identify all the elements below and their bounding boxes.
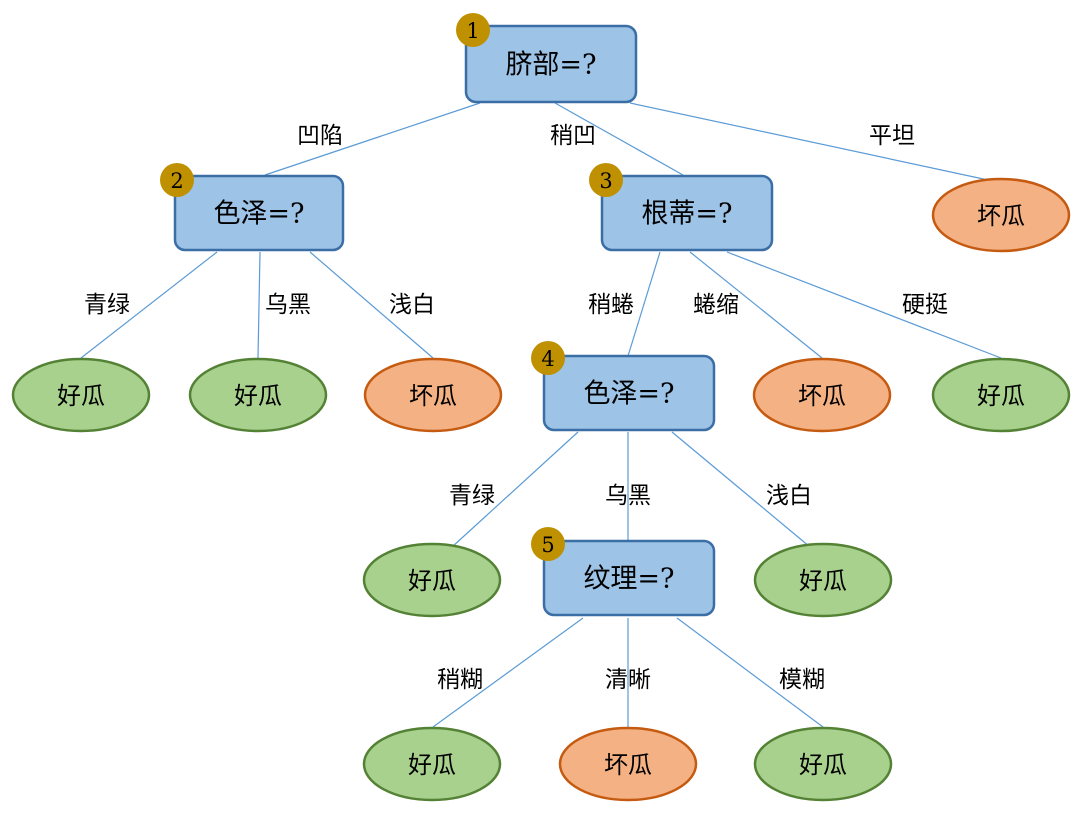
question-box xyxy=(173,174,345,252)
leaf-ellipse xyxy=(753,726,893,802)
leaf-ellipse xyxy=(11,357,151,433)
edge-label: 蜷缩 xyxy=(693,292,739,318)
leaf-label: 好瓜 xyxy=(234,382,282,410)
edge-n1-n3 xyxy=(554,102,684,176)
edge-label: 模糊 xyxy=(779,667,825,693)
leaf-label: 坏瓜 xyxy=(409,382,457,410)
step-badge xyxy=(531,341,565,375)
leaf-node-good: 好瓜 xyxy=(188,357,328,433)
step-badge-number: 4 xyxy=(541,347,554,371)
step-badge xyxy=(456,13,490,47)
step-badge-number: 2 xyxy=(170,169,183,193)
leaf-label: 好瓜 xyxy=(799,751,847,779)
edge-label: 平坦 xyxy=(869,123,915,149)
edge-n3-n4 xyxy=(627,251,661,357)
question-label: 色泽=? xyxy=(583,379,674,410)
edge-n2-l_n2_green xyxy=(80,251,218,359)
question-label: 纹理=? xyxy=(583,564,674,595)
leaf-node-bad: 坏瓜 xyxy=(752,357,892,433)
step-badge-number: 1 xyxy=(466,19,479,43)
leaf-ellipse xyxy=(362,542,502,618)
step-badge xyxy=(160,163,194,197)
edge-label: 清晰 xyxy=(605,667,651,693)
step-badge xyxy=(589,163,623,197)
leaf-node-bad: 坏瓜 xyxy=(558,726,698,802)
question-box xyxy=(600,174,774,252)
leaf-ellipse xyxy=(752,357,892,433)
edges-layer xyxy=(80,102,1002,728)
leaf-node-good: 好瓜 xyxy=(11,357,151,433)
leaf-ellipse xyxy=(931,357,1071,433)
edge-label: 稍凹 xyxy=(550,123,596,149)
leaf-node-good: 好瓜 xyxy=(931,357,1071,433)
leaf-node-good: 好瓜 xyxy=(362,542,502,618)
question-box xyxy=(542,539,716,617)
edge-label: 凹陷 xyxy=(297,123,343,149)
step-badge-number: 3 xyxy=(599,169,612,193)
edge-n2-l_n2_black xyxy=(257,251,261,359)
question-node-3: 根蒂=? 3 xyxy=(589,163,774,252)
question-box xyxy=(464,24,638,104)
edge-n1-l_flat xyxy=(629,102,989,181)
edge-label: 浅白 xyxy=(389,292,435,318)
edge-label: 浅白 xyxy=(766,483,812,509)
edge-n3-l_n3_shrunk xyxy=(689,251,823,359)
leaf-label: 好瓜 xyxy=(977,382,1025,410)
leaf-ellipse xyxy=(362,726,502,802)
step-badge xyxy=(531,527,565,561)
question-node-2: 色泽=? 2 xyxy=(160,163,345,252)
leaf-label: 坏瓜 xyxy=(798,382,846,410)
question-box xyxy=(542,354,716,432)
edge-n2-l_n2_white xyxy=(309,251,434,359)
question-node-4: 色泽=? 4 xyxy=(531,341,716,432)
edge-label: 青绿 xyxy=(449,483,495,509)
edge-n5-l_n5_slight xyxy=(432,617,584,728)
question-label: 脐部=? xyxy=(505,50,596,81)
leaf-ellipse xyxy=(188,357,328,433)
leaf-label: 坏瓜 xyxy=(604,751,652,779)
leaf-node-good: 好瓜 xyxy=(362,726,502,802)
edge-label: 乌黑 xyxy=(605,483,651,509)
edge-label: 稍蜷 xyxy=(588,292,634,318)
question-label: 根蒂=? xyxy=(641,199,732,230)
edge-n1-n2 xyxy=(264,102,481,176)
question-label: 色泽=? xyxy=(213,199,304,230)
edge-n4-l_n4_green xyxy=(451,431,579,548)
edge-n5-l_n5_blur xyxy=(676,617,824,728)
nodes-layer: 脐部=?1色泽=?2根蒂=?3色泽=?4纹理=?5坏瓜好瓜好瓜坏瓜坏瓜好瓜好瓜好… xyxy=(11,13,1071,802)
leaf-node-bad: 坏瓜 xyxy=(363,357,503,433)
edge-label: 稍糊 xyxy=(437,667,483,693)
leaf-label: 坏瓜 xyxy=(977,202,1025,230)
edge-n4-l_n4_white xyxy=(671,431,811,548)
leaf-ellipse xyxy=(931,177,1071,253)
leaf-label: 好瓜 xyxy=(799,567,847,595)
leaf-ellipse xyxy=(558,726,698,802)
leaf-node-bad: 坏瓜 xyxy=(931,177,1071,253)
edge-label: 青绿 xyxy=(84,292,130,318)
question-node-1: 脐部=? 1 xyxy=(456,13,638,104)
edge-label: 硬挺 xyxy=(902,292,948,318)
leaf-ellipse xyxy=(363,357,503,433)
leaf-node-good: 好瓜 xyxy=(753,542,893,618)
leaf-label: 好瓜 xyxy=(57,382,105,410)
leaf-ellipse xyxy=(753,542,893,618)
edge-label: 乌黑 xyxy=(265,292,311,318)
edge-n3-l_n3_stiff xyxy=(726,251,1002,359)
step-badge-number: 5 xyxy=(541,533,554,557)
leaf-node-good: 好瓜 xyxy=(753,726,893,802)
leaf-label: 好瓜 xyxy=(408,567,456,595)
leaf-label: 好瓜 xyxy=(408,751,456,779)
question-node-5: 纹理=? 5 xyxy=(531,527,716,617)
edge-labels-layer: 凹陷稍凹平坦青绿乌黑浅白稍蜷蜷缩硬挺青绿乌黑浅白稍糊清晰模糊 xyxy=(84,123,948,693)
